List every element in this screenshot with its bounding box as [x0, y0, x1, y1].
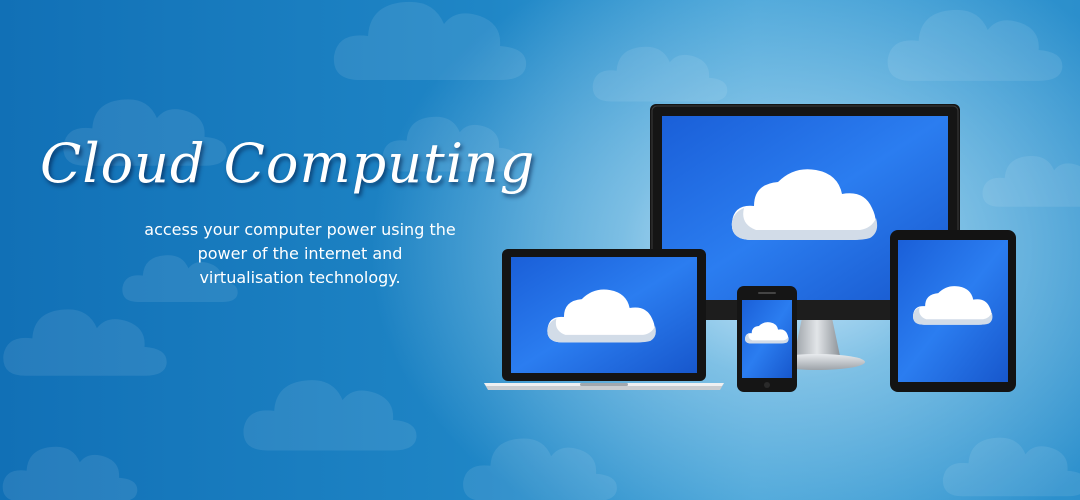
- tagline: access your computer power using the pow…: [110, 218, 490, 290]
- tagline-line-2: power of the internet and: [197, 244, 403, 263]
- page-title: Cloud Computing: [40, 132, 536, 195]
- tagline-line-1: access your computer power using the: [144, 220, 456, 239]
- laptop: [484, 249, 724, 390]
- monitor: [650, 104, 960, 370]
- tagline-line-3: virtualisation technology.: [199, 268, 401, 287]
- tablet: [890, 230, 1016, 392]
- smartphone: [737, 286, 797, 392]
